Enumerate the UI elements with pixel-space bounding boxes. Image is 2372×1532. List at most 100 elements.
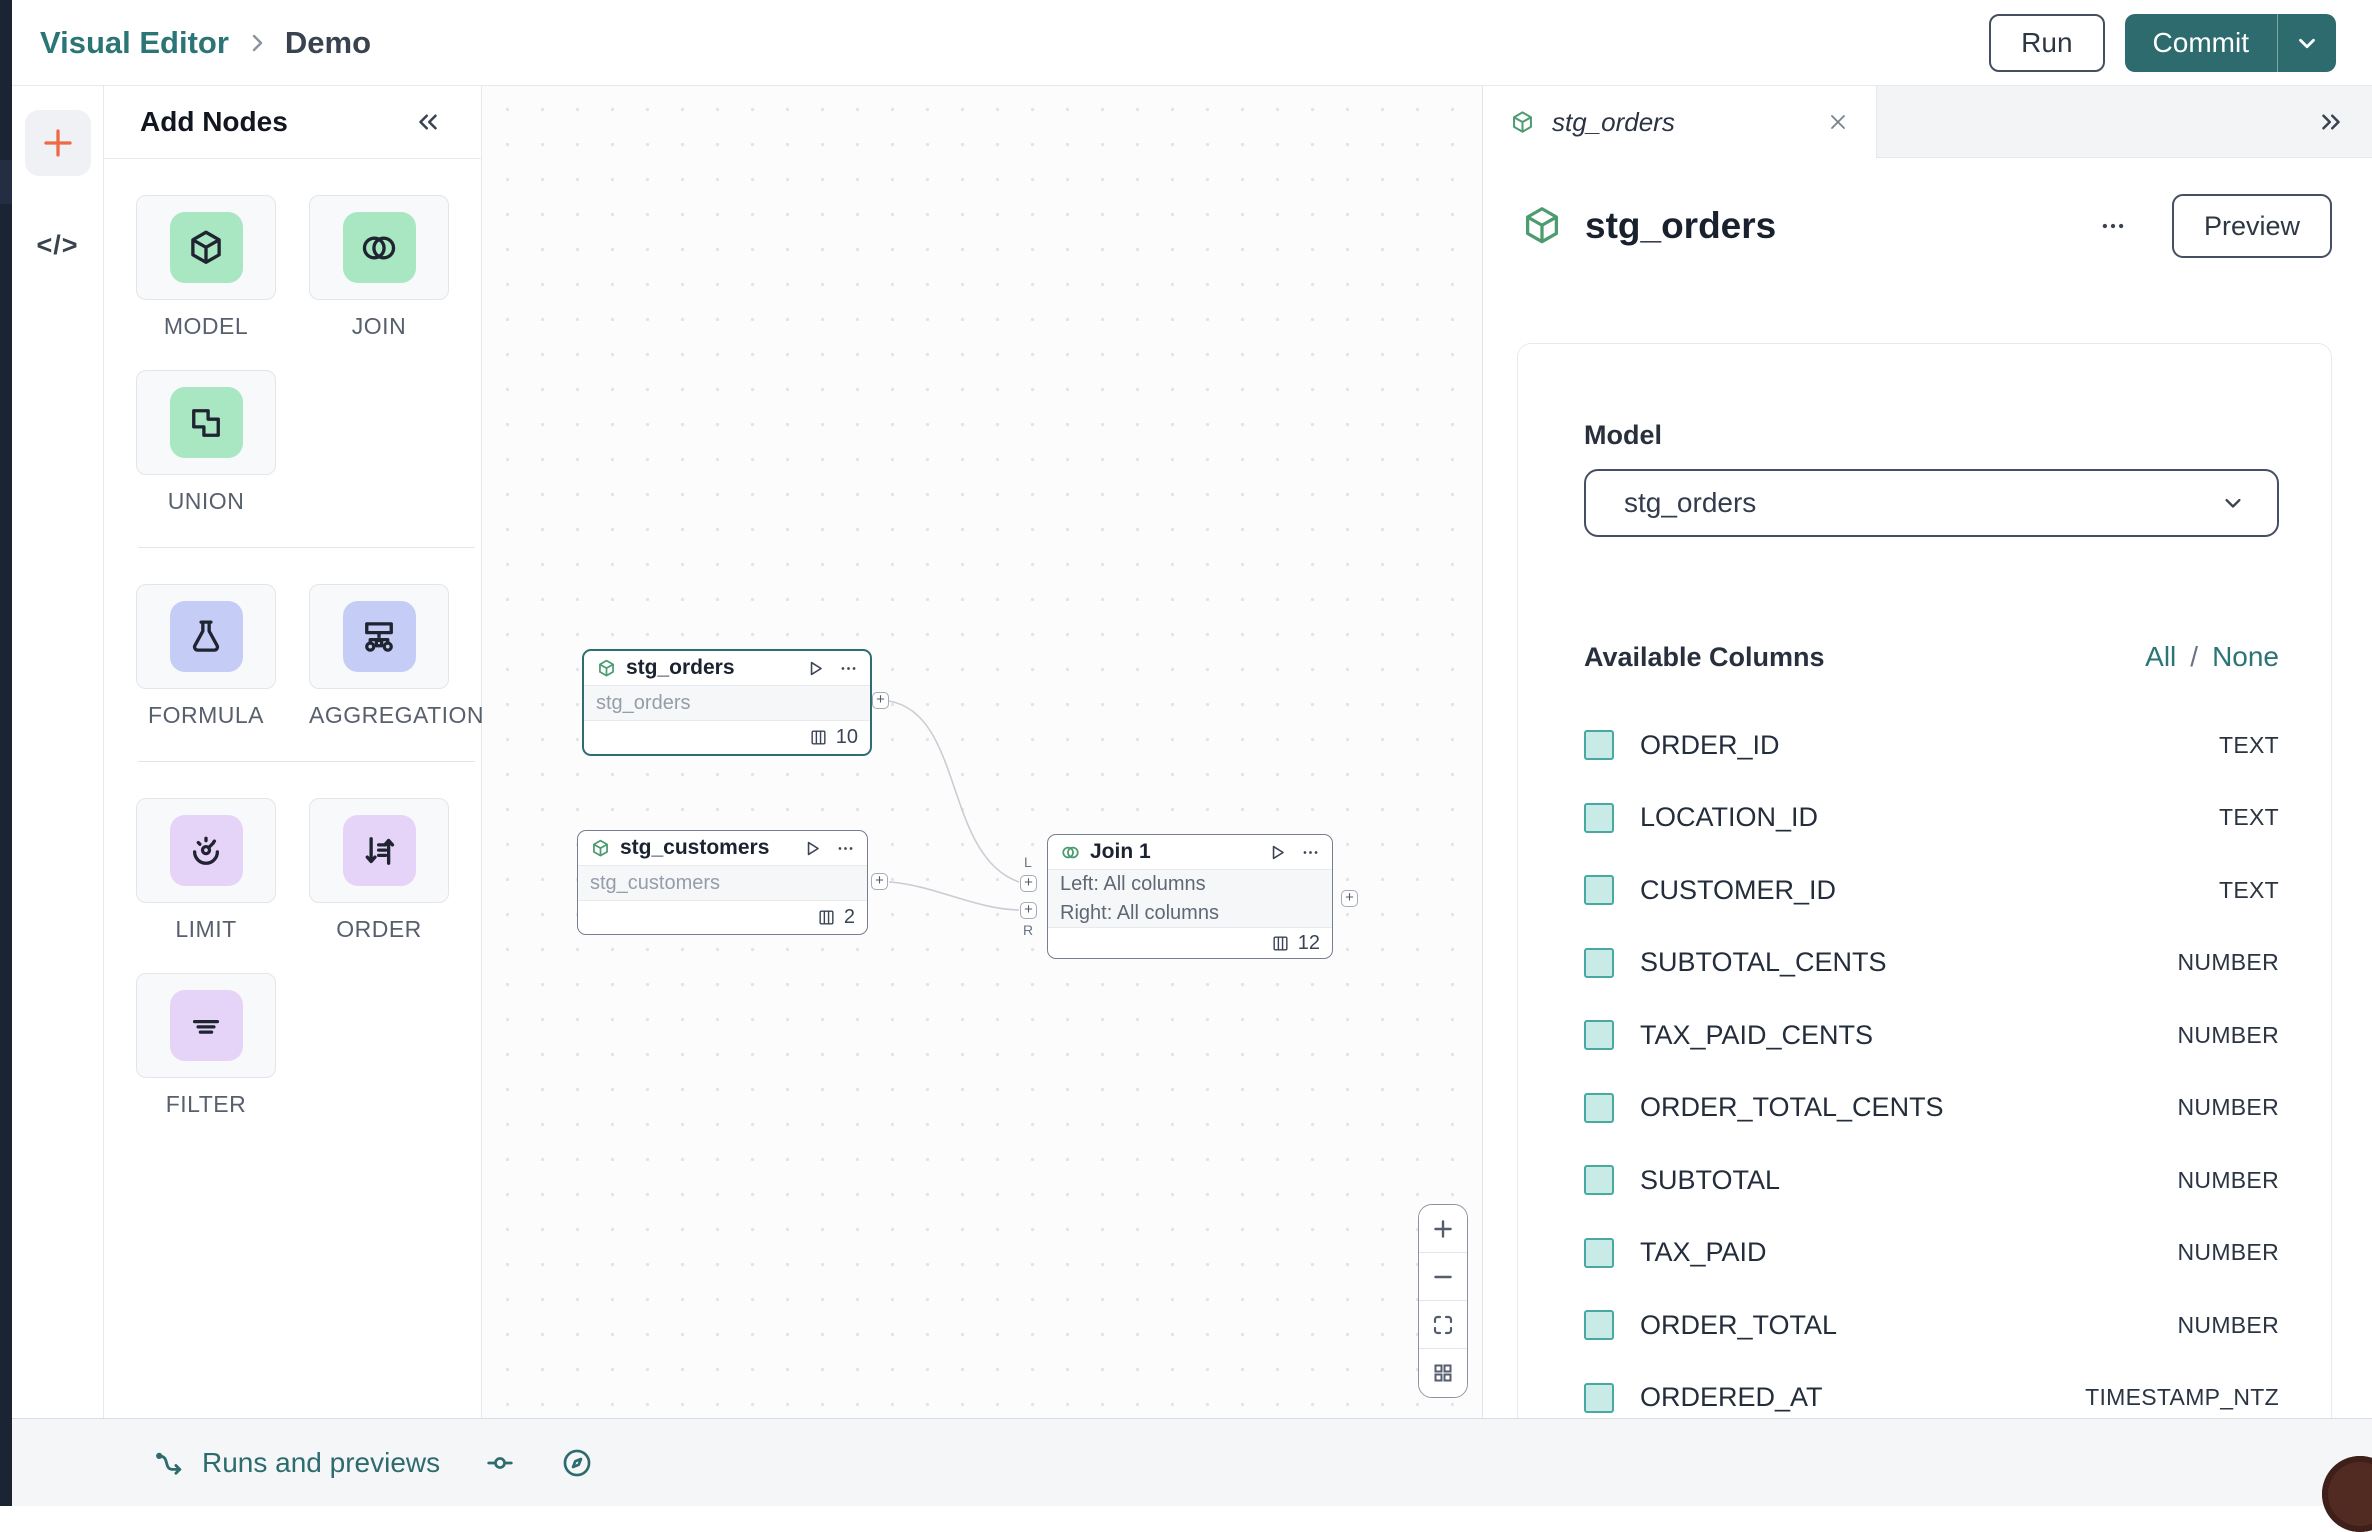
collapse-panel-button[interactable]	[413, 107, 443, 137]
union-squares-icon	[169, 387, 243, 458]
palette-item-formula[interactable]: FORMULA	[136, 584, 276, 729]
node-subtitle: stg_customers	[590, 871, 721, 894]
column-type: TIMESTAMP_NTZ	[2085, 1384, 2279, 1411]
code-icon: </>	[36, 230, 79, 260]
output-handle-join-1[interactable]: +	[1341, 890, 1358, 907]
column-checkbox[interactable]	[1584, 802, 1614, 833]
expand-panel-button[interactable]	[2316, 107, 2346, 137]
column-name: SUBTOTAL_CENTS	[1640, 947, 1887, 978]
panel-title: stg_orders	[1585, 205, 1777, 246]
node-title: stg_customers	[620, 836, 770, 859]
model-cube-icon	[590, 838, 611, 859]
panel-header: stg_orders Preview	[1483, 158, 2372, 258]
palette-item-limit[interactable]: LIMIT	[136, 798, 276, 943]
column-name: SUBTOTAL	[1640, 1164, 1781, 1195]
compass-icon[interactable]	[560, 1446, 594, 1480]
column-checkbox[interactable]	[1584, 1382, 1614, 1413]
node-run-icon[interactable]	[1268, 843, 1287, 862]
commit-button[interactable]: Commit	[2124, 13, 2278, 72]
zoom-in-button[interactable]	[1419, 1205, 1467, 1253]
palette-item-filter[interactable]: FILTER	[136, 973, 276, 1118]
column-checkbox[interactable]	[1584, 1165, 1614, 1196]
git-commit-icon[interactable]	[484, 1447, 516, 1479]
select-none-link[interactable]: None	[2212, 641, 2279, 672]
column-type: TEXT	[2219, 731, 2279, 758]
runs-and-previews-button[interactable]: Runs and previews	[150, 1446, 440, 1480]
code-view-button[interactable]: </>	[36, 230, 78, 261]
model-select[interactable]: stg_orders	[1584, 469, 2279, 537]
column-type: NUMBER	[2177, 1166, 2279, 1193]
run-button[interactable]: Run	[1989, 13, 2105, 72]
node-menu-icon[interactable]	[836, 839, 855, 858]
close-icon[interactable]	[1826, 110, 1850, 134]
join-right-input-handle[interactable]: +	[1020, 902, 1037, 919]
column-row: TAX_PAID NUMBER	[1584, 1217, 2279, 1290]
palette-item-model[interactable]: MODEL	[136, 195, 276, 340]
join-circles-icon	[342, 212, 416, 283]
commit-split-button: Commit	[2124, 13, 2336, 72]
join-right-handle-label: R	[1023, 922, 1034, 938]
palette-item-order[interactable]: ORDER	[309, 798, 449, 943]
palette-item-union[interactable]: UNION	[136, 370, 276, 515]
runs-and-previews-label: Runs and previews	[202, 1446, 441, 1478]
model-cube-icon	[1519, 203, 1565, 249]
preview-button[interactable]: Preview	[2171, 194, 2332, 258]
node-subtitle: stg_orders	[596, 691, 691, 714]
palette-divider	[138, 547, 475, 548]
model-cube-icon	[169, 212, 243, 283]
commit-dropdown-button[interactable]	[2278, 13, 2336, 72]
filter-lines-icon	[169, 990, 243, 1061]
grid-layout-button[interactable]	[1419, 1349, 1467, 1397]
column-checkbox[interactable]	[1584, 947, 1614, 978]
palette-item-join[interactable]: JOIN	[309, 195, 449, 340]
join-right-line: Right: All columns	[1060, 901, 1219, 924]
output-handle-stg-customers[interactable]: +	[871, 873, 888, 890]
output-handle-stg-orders[interactable]: +	[872, 692, 889, 709]
column-checkbox[interactable]	[1584, 1092, 1614, 1123]
column-type: TEXT	[2219, 804, 2279, 831]
node-run-icon[interactable]	[803, 839, 822, 858]
breadcrumb: Visual Editor Demo	[40, 25, 371, 61]
add-nodes-panel: Add Nodes MODEL JOIN	[104, 86, 485, 1418]
palette-divider	[138, 761, 475, 762]
join-left-handle-label: L	[1024, 854, 1032, 870]
column-type: NUMBER	[2177, 1021, 2279, 1048]
palette-item-aggregation[interactable]: AGGREGATION	[309, 584, 485, 729]
join-left-input-handle[interactable]: +	[1020, 875, 1037, 892]
pipeline-canvas[interactable]: stg_orders stg_orders 10	[482, 86, 1482, 1418]
runs-flow-icon	[150, 1446, 184, 1480]
model-select-value: stg_orders	[1624, 487, 1757, 518]
zoom-out-button[interactable]	[1419, 1253, 1467, 1301]
column-checkbox[interactable]	[1584, 875, 1614, 906]
palette-item-label: AGGREGATION	[309, 702, 485, 728]
available-columns-header: Available Columns All / None	[1584, 641, 2279, 673]
panel-menu-icon[interactable]	[2100, 213, 2126, 239]
breadcrumb-root-link[interactable]: Visual Editor	[40, 24, 229, 60]
side-rail-segment	[0, 160, 12, 204]
column-type: NUMBER	[2177, 1239, 2279, 1266]
node-stg-orders[interactable]: stg_orders stg_orders 10	[582, 649, 872, 756]
fit-view-button[interactable]	[1419, 1301, 1467, 1349]
node-run-icon[interactable]	[806, 659, 825, 678]
columns-list: ORDER_ID TEXT LOCATION_ID TEXT CUSTOMER_…	[1584, 709, 2279, 1418]
column-checkbox[interactable]	[1584, 730, 1614, 761]
model-cube-icon	[596, 658, 617, 679]
node-menu-icon[interactable]	[839, 659, 858, 678]
model-cube-icon	[1509, 109, 1536, 136]
node-join-1[interactable]: Join 1 Left: All columns Right: All colu…	[1047, 834, 1333, 959]
node-title: Join 1	[1090, 840, 1151, 863]
tool-rail: </>	[12, 86, 104, 1418]
node-menu-icon[interactable]	[1301, 843, 1320, 862]
add-node-rail-button[interactable]	[24, 110, 91, 176]
column-name: ORDER_TOTAL	[1640, 1309, 1838, 1340]
column-row: CUSTOMER_ID TEXT	[1584, 854, 2279, 927]
column-checkbox[interactable]	[1584, 1237, 1614, 1268]
select-all-link[interactable]: All	[2145, 641, 2177, 672]
node-stg-customers[interactable]: stg_customers stg_customers 2	[577, 830, 868, 935]
tab-stg-orders[interactable]: stg_orders	[1483, 86, 1877, 158]
node-column-count: 12	[1297, 931, 1320, 954]
column-checkbox[interactable]	[1584, 1020, 1614, 1051]
palette-item-label: FILTER	[165, 1091, 247, 1117]
column-checkbox[interactable]	[1584, 1310, 1614, 1341]
join-left-line: Left: All columns	[1060, 872, 1206, 895]
